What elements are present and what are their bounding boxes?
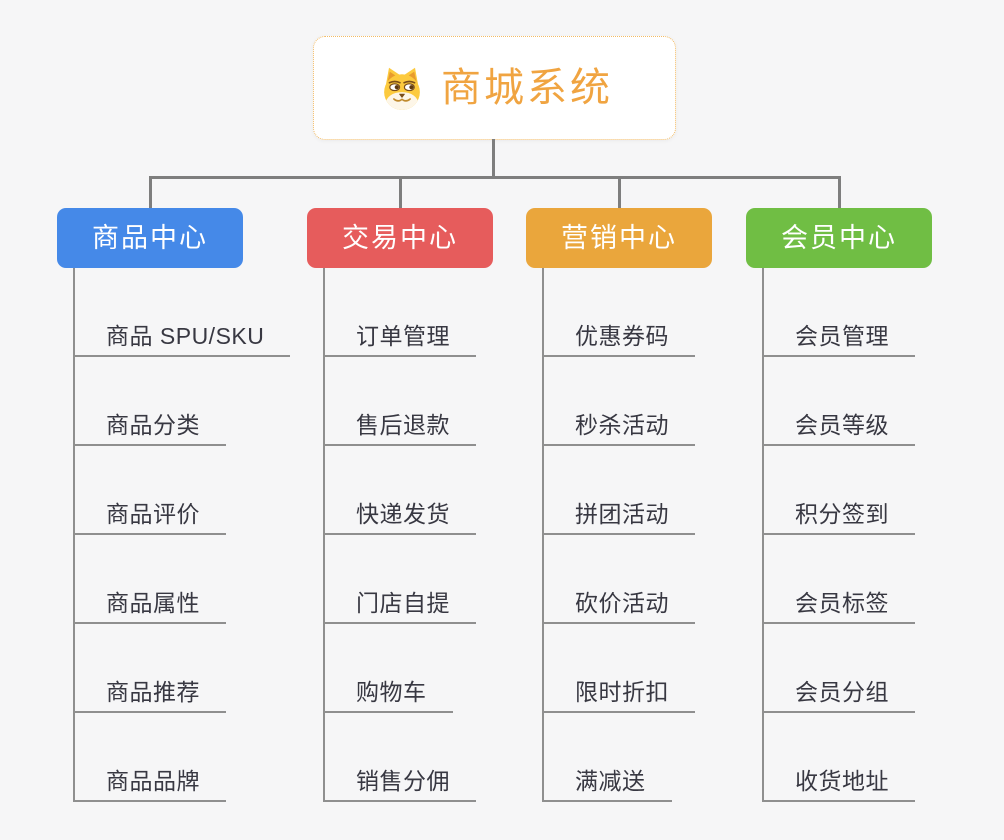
child-node[interactable]: 满减送 [542,766,672,802]
branch-node-3[interactable]: 营销中心 [526,208,712,268]
root-node[interactable]: 商城系统 [313,36,676,140]
child-node[interactable]: 门店自提 [323,588,476,624]
child-node[interactable]: 秒杀活动 [542,410,695,446]
branch-drop-line [837,176,841,210]
branch-node-4[interactable]: 会员中心 [746,208,932,268]
child-node[interactable]: 会员管理 [762,321,915,357]
child-node[interactable]: 快递发货 [323,499,476,535]
child-node[interactable]: 商品分类 [73,410,226,446]
child-node[interactable]: 会员等级 [762,410,915,446]
child-node[interactable]: 销售分佣 [323,766,476,802]
branch-spine-line [73,268,75,802]
branch-spine-line [762,268,764,802]
child-node[interactable]: 商品 SPU/SKU [73,321,291,357]
branch-drop-line [398,176,402,210]
child-node[interactable]: 订单管理 [323,321,476,357]
child-node[interactable]: 拼团活动 [542,499,695,535]
branch-spine-line [323,268,325,802]
child-node[interactable]: 购物车 [323,677,453,713]
child-node[interactable]: 商品推荐 [73,677,226,713]
root-title: 商城系统 [441,66,613,110]
child-node[interactable]: 限时折扣 [542,677,695,713]
child-node[interactable]: 优惠券码 [542,321,695,357]
shiba-dog-icon [376,61,428,115]
branch-spine-line [542,268,544,802]
branch-drop-line [148,176,152,210]
root-stem-line [492,139,495,179]
child-node[interactable]: 商品评价 [73,499,226,535]
child-node[interactable]: 收货地址 [762,766,915,802]
child-node[interactable]: 会员分组 [762,677,915,713]
child-node[interactable]: 商品品牌 [73,766,226,802]
branch-node-2[interactable]: 交易中心 [307,208,493,268]
child-node[interactable]: 会员标签 [762,588,915,624]
child-node[interactable]: 积分签到 [762,499,915,535]
connector-rail-line [148,176,841,179]
branch-node-1[interactable]: 商品中心 [57,208,243,268]
child-node[interactable]: 售后退款 [323,410,476,446]
child-node[interactable]: 砍价活动 [542,588,695,624]
child-node[interactable]: 商品属性 [73,588,226,624]
branch-drop-line [617,176,621,210]
